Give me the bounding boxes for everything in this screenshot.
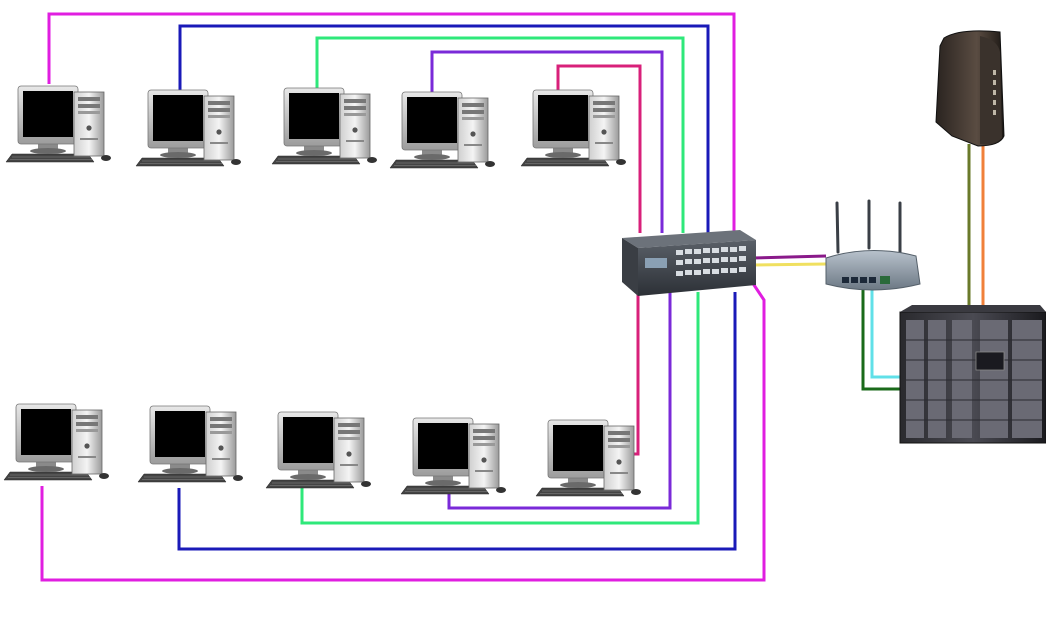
pc-top-1[interactable]	[5, 85, 112, 163]
pc-top-5[interactable]	[520, 89, 627, 167]
pc-bottom-3[interactable]	[265, 411, 372, 489]
network-switch[interactable]	[622, 230, 756, 296]
cable-switch-router-yellow	[751, 262, 827, 267]
cable-top-pc3	[315, 36, 685, 233]
cable-top-pc2	[178, 24, 710, 233]
switch-ports-icon	[676, 246, 746, 276]
cable-bottom-pc4	[447, 292, 672, 510]
pc-top-3[interactable]	[271, 87, 378, 165]
pc-bottom-2[interactable]	[137, 405, 244, 483]
cable-top-pc5	[556, 64, 642, 233]
cable-bottom-pc2	[177, 292, 737, 551]
server-rack[interactable]	[899, 305, 1046, 444]
cable-bottom-pc1	[40, 281, 766, 582]
cable-router-server-darkgreen	[861, 290, 914, 391]
antenna-icon	[835, 199, 902, 254]
cable-top-pc1	[47, 12, 736, 233]
pc-bottom-5[interactable]	[535, 419, 642, 497]
router-ports-icon	[842, 276, 890, 284]
wireless-router[interactable]	[825, 199, 921, 291]
pc-bottom-1[interactable]	[3, 403, 110, 481]
pc-top-2[interactable]	[135, 89, 242, 167]
workstations-bottom-row	[3, 403, 642, 497]
cable-bottom-pc3	[300, 292, 700, 525]
rack-console-icon	[975, 351, 1005, 371]
cable-modem[interactable]	[935, 30, 1005, 147]
workstations-top-row	[5, 85, 627, 169]
pc-top-4[interactable]	[389, 91, 496, 169]
modem-lights-icon	[993, 70, 996, 115]
cables	[40, 12, 985, 582]
cable-top-pc4	[430, 50, 664, 233]
pc-bottom-4[interactable]	[400, 417, 507, 495]
switch-logo-icon	[645, 258, 667, 268]
cable-switch-router-purple	[751, 254, 827, 260]
